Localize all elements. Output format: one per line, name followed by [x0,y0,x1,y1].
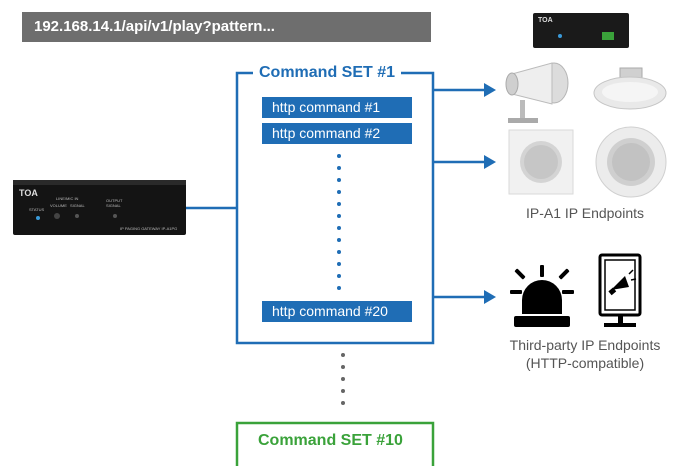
arrow-head-1 [484,83,496,97]
gateway-label-signal-in: SIGNAL [70,203,85,208]
url-banner: 192.168.14.1/api/v1/play?pattern... [22,12,431,42]
set-ellipsis-dots [341,353,345,405]
gateway-model-label: IP PAGING GATEWAY IP-A1PG [120,226,178,231]
display-screen-icon [598,253,642,327]
ceiling-speaker-image [593,67,667,110]
third-party-endpoints-caption-line1: Third-party IP Endpoints [509,337,661,353]
gateway-label-linein: LINE/MIC IN [56,196,79,201]
ip-a1-endpoints-caption: IP-A1 IP Endpoints [525,205,645,221]
command-set-1-title: Command SET #1 [253,64,402,82]
small-device-brand-logo: TOA [538,17,553,24]
arrow-head-3 [484,290,496,304]
third-party-endpoints-caption-line2: (HTTP-compatible) [525,355,645,371]
http-command-1: http command #1 [262,97,412,118]
round-speaker-image [595,126,667,198]
http-command-2: http command #2 [262,123,412,144]
command-set-10-title: Command SET #10 [252,432,409,450]
gateway-label-status: STATUS [29,207,45,212]
beacon-light-icon [510,265,574,327]
square-speaker-image [508,129,574,195]
gateway-label-signal-out: SIGNAL [106,203,121,208]
gateway-label-volume: VOLUME [50,203,67,208]
http-command-20: http command #20 [262,301,412,322]
gateway-device [13,180,186,235]
command-set-10-box [235,421,435,466]
horn-speaker-image [505,62,569,123]
gateway-brand-logo: TOA [19,188,38,198]
small-amp-device [533,13,629,48]
command-ellipsis-dots [337,154,341,290]
arrow-head-2 [484,155,496,169]
gateway-label-output: OUTPUT [106,198,123,203]
